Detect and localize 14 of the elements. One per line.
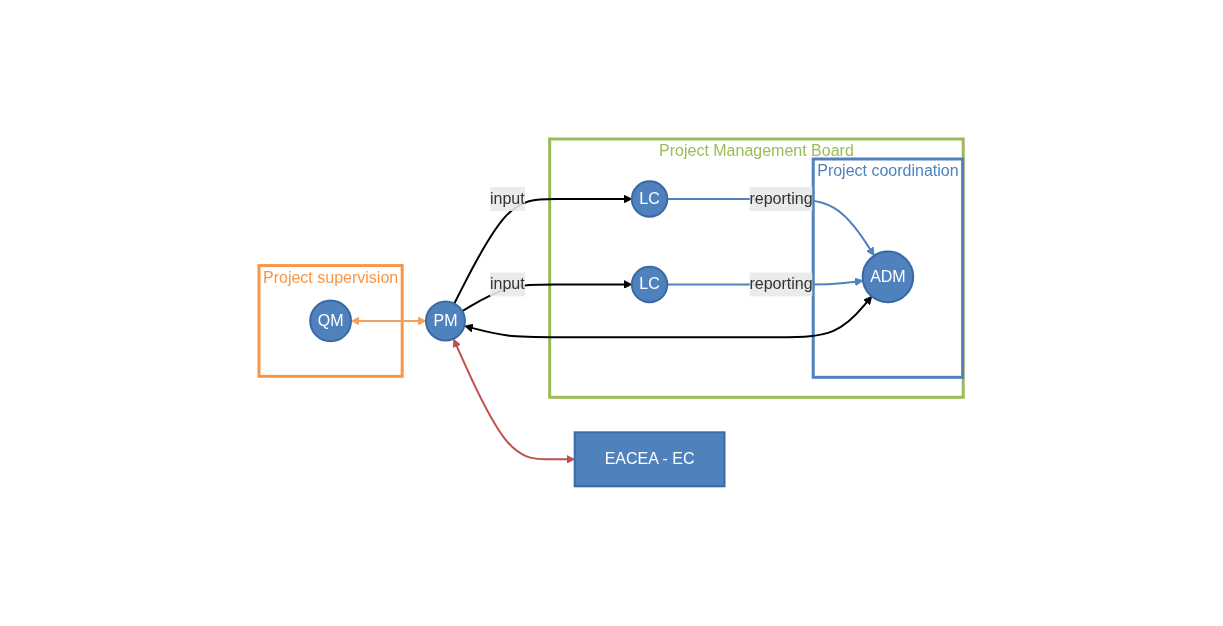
arrow	[453, 339, 576, 465]
node-circle: LC	[631, 266, 669, 304]
arrow	[351, 316, 427, 326]
edge-label: input	[490, 275, 526, 293]
edge-label: reporting	[749, 190, 814, 208]
arrow	[464, 296, 873, 339]
node-circle: QM	[309, 299, 353, 343]
node-circle: ADM	[862, 250, 915, 304]
edge-label: reporting	[749, 275, 814, 293]
node-circle: PM	[425, 300, 467, 342]
edge-label: input	[490, 190, 526, 208]
arrow	[453, 194, 633, 305]
node-box: EACEA - EC	[574, 431, 726, 488]
node-circle: LC	[631, 180, 669, 219]
